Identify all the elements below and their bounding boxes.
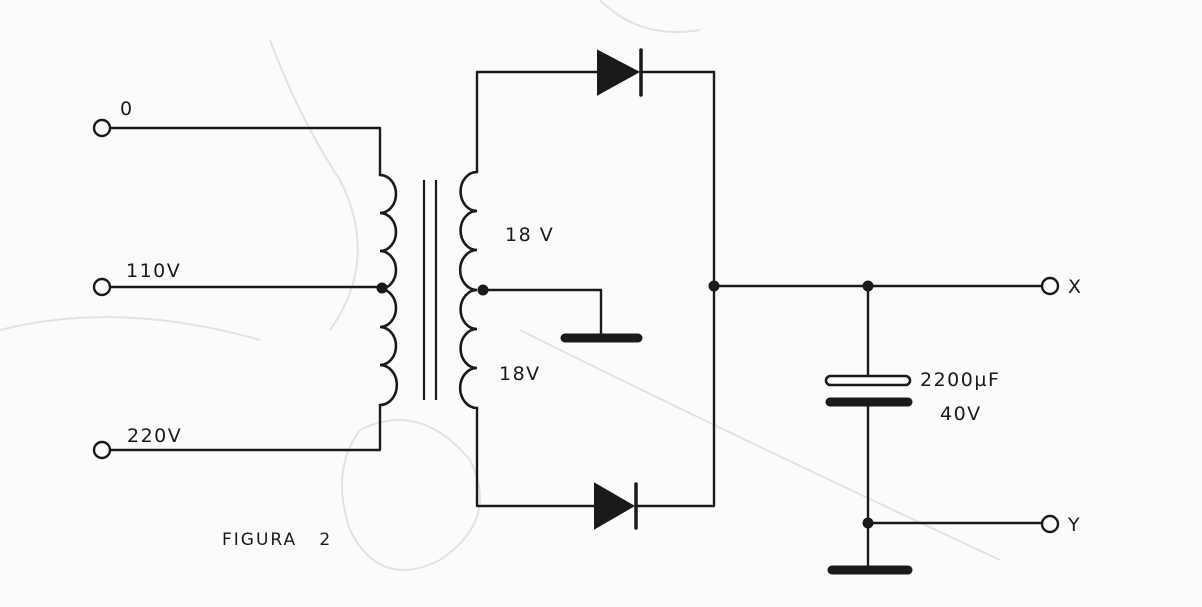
lower-diode [594, 482, 638, 530]
terminal-220v [92, 440, 112, 460]
label-output-y: Y [1067, 514, 1081, 536]
lower-diode-wire [475, 284, 716, 508]
label-secondary-upper: 18 V [505, 224, 554, 246]
label-capacitor-voltage: 40V [940, 403, 982, 425]
label-tap-110v: 110V [126, 260, 181, 282]
upper-diode-wire [475, 70, 716, 288]
primary-wire-0 [108, 126, 382, 177]
capacitor-positive-plate [824, 374, 912, 387]
output-terminal-y [1040, 514, 1060, 534]
label-capacitance: 2200µF [920, 369, 1000, 391]
secondary-winding [458, 170, 479, 410]
terminal-0 [92, 118, 112, 138]
junction-primary-center [376, 282, 388, 294]
center-tap-wire [481, 288, 603, 338]
label-tap-220v: 220V [127, 425, 182, 447]
primary-wire-220v [108, 403, 382, 452]
label-secondary-lower: 18V [499, 363, 541, 385]
terminal-110v [92, 277, 112, 297]
label-output-x: X [1068, 276, 1083, 298]
output-terminal-x [1040, 276, 1060, 296]
label-tap-0: 0 [120, 98, 134, 120]
figure-caption: FIGURA 2 [222, 530, 332, 550]
upper-diode [597, 48, 643, 97]
